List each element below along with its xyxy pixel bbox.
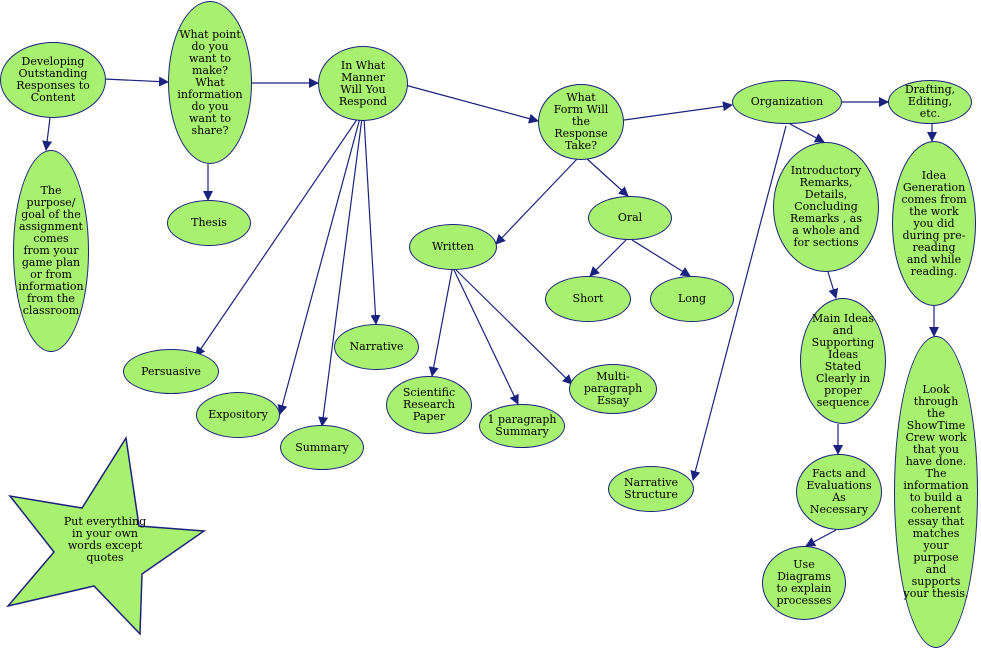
node-thesis: Thesis <box>167 200 251 246</box>
node-written: Written <box>409 224 497 270</box>
node-multi-paragraph-essay: Multi-paragraph Essay <box>569 364 657 414</box>
node-facts-evaluations: Facts and Evaluations As Necessary <box>796 454 882 530</box>
node-use-diagrams: Use Diagrams to explain processes <box>762 546 846 620</box>
arrow-written-to-scientific <box>428 269 453 377</box>
node-purpose-goal: The purpose/ goal of the assignment come… <box>13 150 89 352</box>
arrow-written-to-one-paragraph <box>453 269 519 405</box>
star-note: Put everything in your own words except … <box>63 515 147 564</box>
arrow-manner-to-expository <box>277 117 361 415</box>
arrow-oral-to-short <box>589 239 627 277</box>
node-look-through: Look through the ShowTime Crew work that… <box>894 336 978 648</box>
node-what-form: What Form Will the Response Take? <box>538 84 624 160</box>
node-organization: Organization <box>732 80 842 124</box>
node-idea-generation: Idea Generation comes from the work you … <box>892 141 976 306</box>
arrow-organization-to-intro <box>789 123 825 143</box>
star-shape <box>6 436 206 636</box>
arrow-manner-to-narrative <box>363 117 381 325</box>
node-expository: Expository <box>196 392 280 438</box>
arrow-manner-to-summary <box>318 117 363 427</box>
node-one-paragraph-summary: 1 paragraph Summary <box>479 404 565 448</box>
node-narrative: Narrative <box>334 324 419 370</box>
node-summary: Summary <box>280 425 364 470</box>
arrow-organization-to-narrative-structure <box>690 125 787 481</box>
node-introductory-remarks: Introductory Remarks, Details, Concludin… <box>773 142 879 272</box>
arrow-manner-to-what-form <box>404 84 539 124</box>
node-narrative-structure: Narrative Structure <box>608 466 694 512</box>
arrow-developing-to-purpose <box>42 117 53 151</box>
arrow-intro-to-main-ideas <box>827 271 839 299</box>
arrow-what-form-to-oral <box>585 157 629 197</box>
arrow-what-form-to-written <box>495 157 579 245</box>
node-oral: Oral <box>588 196 672 240</box>
arrow-oral-to-long <box>631 239 691 277</box>
node-in-what-manner: In What Manner Will You Respond <box>318 46 408 121</box>
node-short: Short <box>545 276 631 322</box>
arrow-developing-to-what-point <box>103 76 169 87</box>
node-developing-responses: Developing Outstanding Responses to Cont… <box>0 42 106 118</box>
arrow-facts-to-diagrams <box>805 529 837 547</box>
arrow-manner-to-persuasive <box>195 117 359 357</box>
node-long: Long <box>650 276 734 322</box>
arrow-what-form-to-organization <box>623 101 733 121</box>
node-persuasive: Persuasive <box>123 349 219 394</box>
node-main-ideas: Main Ideas and Supporting Ideas Stated C… <box>800 298 886 424</box>
node-what-point: What point do you want to make? What inf… <box>168 1 252 164</box>
arrow-written-to-multi-paragraph <box>455 269 573 385</box>
node-scientific-research-paper: Scientific Research Paper <box>386 376 472 434</box>
node-drafting-editing: Drafting, Editing, etc. <box>888 80 972 124</box>
